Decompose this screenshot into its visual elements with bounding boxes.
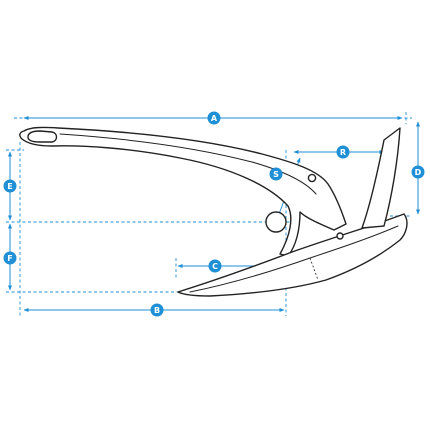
badge-a: A <box>207 111 221 125</box>
anchor-bolt-hole-upper <box>307 173 317 183</box>
badge-e-label: E <box>7 182 12 191</box>
badge-a-circle <box>207 111 221 125</box>
badge-f-circle <box>3 251 17 265</box>
badge-f-label: F <box>7 254 12 263</box>
anchor-bolt-hole-lower <box>336 232 344 240</box>
badge-d-label: D <box>415 168 422 177</box>
badge-b-label: B <box>154 306 160 315</box>
badge-a-label: A <box>211 114 218 123</box>
badge-d: D <box>411 165 425 179</box>
badge-e-circle <box>3 179 17 193</box>
anchor-fluke-ridge <box>189 225 399 293</box>
badge-d-circle <box>411 165 425 179</box>
anchor-fluke <box>177 213 408 297</box>
badge-b-circle <box>150 303 164 317</box>
anchor-shank-inner-edge <box>59 133 317 195</box>
badge-s: S <box>269 167 283 181</box>
badge-r-circle <box>336 145 350 159</box>
badge-s-label: S <box>273 170 279 179</box>
badge-b: B <box>150 303 164 317</box>
anchor-drawing <box>19 126 408 297</box>
badge-c-circle <box>208 259 222 273</box>
badge-f: F <box>3 251 17 265</box>
badge-e: E <box>3 179 17 193</box>
anchor-shackle-slot <box>27 130 58 143</box>
badge-c: C <box>208 259 222 273</box>
badge-s-circle <box>269 167 283 181</box>
badge-c-label: C <box>212 262 218 271</box>
anchor-shank <box>19 126 347 257</box>
badge-r-label: R <box>340 148 346 157</box>
badge-r: R <box>336 145 350 159</box>
anchor-roll-bar <box>361 127 401 229</box>
anchor-pivot-circle <box>265 211 287 233</box>
